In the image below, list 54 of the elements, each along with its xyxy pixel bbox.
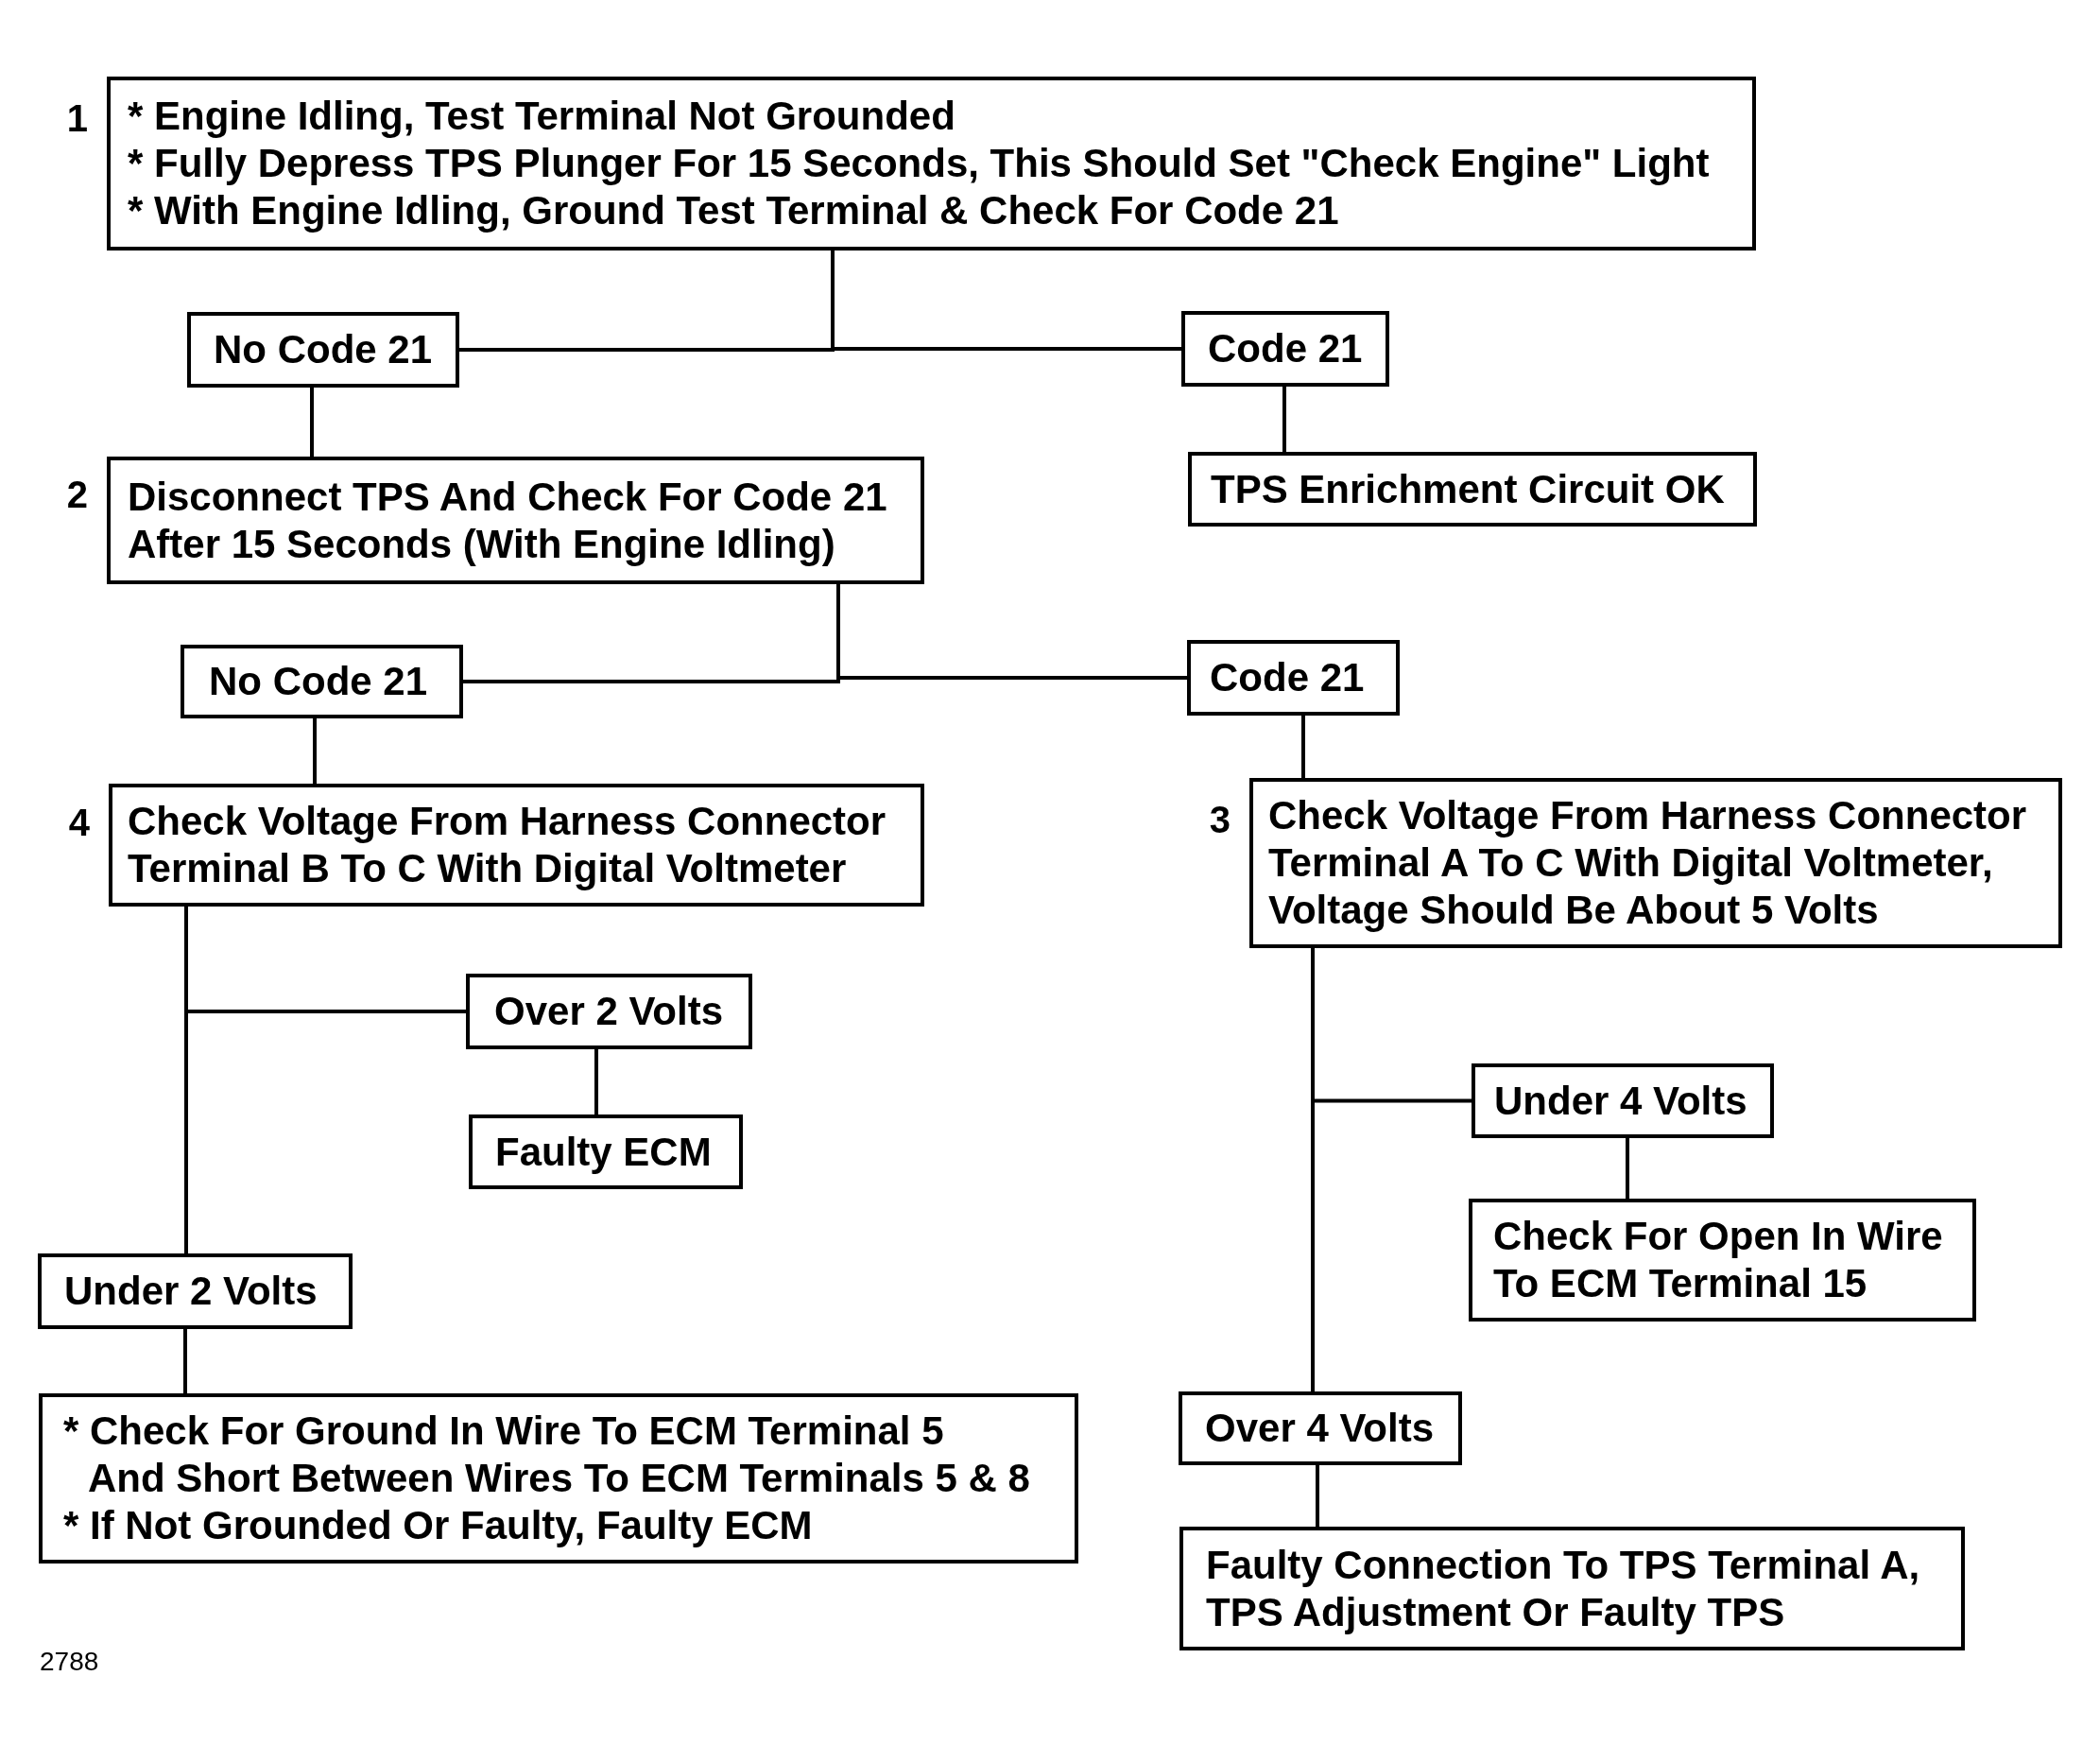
connector-line [183,1329,187,1393]
flowchart-box [38,1253,353,1329]
step-number: 2 [65,473,88,517]
box-text: No Code 21 [214,326,434,373]
flowchart-box [1469,1199,1976,1322]
flowchart-box [187,312,459,388]
box-text: Disconnect TPS And Check For Code 21 After 15 Seconds (With Engine Idling) [128,473,888,568]
box-text: * If Not Grounded Or Faulty, Faulty ECM [63,1502,814,1549]
box-text: Under 4 Volts [1494,1077,1748,1125]
connector-line [1282,387,1286,452]
box-text: * Fully Depress TPS Plunger For 15 Seconds, This Should Set "Check Engine" Light [128,140,1711,187]
box-text: Code 21 [1208,325,1364,372]
box-text: Under 2 Volts [64,1268,318,1315]
flowchart-box [39,1393,1078,1564]
flowchart-box [469,1114,743,1189]
box-text: No Code 21 [209,658,429,705]
flowchart-box [1181,311,1389,387]
connector-line [310,388,314,457]
box-text: Faulty ECM [495,1128,713,1176]
box-text: Faulty Connection To TPS Terminal A, TPS Adjustment Or Faulty TPS [1206,1541,1921,1636]
flowchart-box [107,457,924,584]
flowchart-box [109,784,924,907]
box-text: Check Voltage From Harness Connector Terminal A To C With Digital Voltmeter, Voltage Should Be About 5 Volts [1268,792,2028,934]
step-number: 1 [65,96,88,141]
box-text: Over 2 Volts [494,988,724,1035]
box-text: * Check For Ground In Wire To ECM Terminal 5 And Short Between Wires To ECM Terminals 5 & 8 [63,1408,1031,1502]
box-text: TPS Enrichment Circuit OK [1211,465,1726,513]
figure-number: 2788 [40,1646,99,1678]
box-text: Over 4 Volts [1205,1405,1435,1452]
flowchart-box [1187,640,1400,716]
flowchart-box [1179,1391,1462,1465]
flowchart-box [466,974,752,1049]
box-text: Check For Open In Wire To ECM Terminal 15 [1493,1213,1944,1307]
box-text: Check Voltage From Harness Connector Terminal B To C With Digital Voltmeter [128,798,887,892]
connector-line [1311,948,1315,1391]
connector-line [1301,716,1305,778]
flowchart-box [1188,452,1757,527]
connector-line [1626,1138,1629,1199]
box-text: * With Engine Idling, Ground Test Terminal & Check For Code 21 [128,187,1340,234]
flowchart-box [1472,1063,1774,1138]
flowchart-box [107,77,1756,251]
flowchart-box [1249,778,2062,948]
box-text: Code 21 [1210,654,1366,701]
box-text: * Engine Idling, Test Terminal Not Grounded [128,93,956,140]
connector-line [313,718,317,784]
connector-line [836,584,1187,680]
flowchart-box [1179,1527,1965,1650]
flowchart-box [181,645,463,718]
connector-line [184,907,188,1253]
step-number: 3 [1208,798,1231,842]
connector-line [1316,1465,1319,1527]
connector-line [594,1049,598,1114]
step-number: 4 [67,801,90,845]
connector-line [831,251,1181,351]
